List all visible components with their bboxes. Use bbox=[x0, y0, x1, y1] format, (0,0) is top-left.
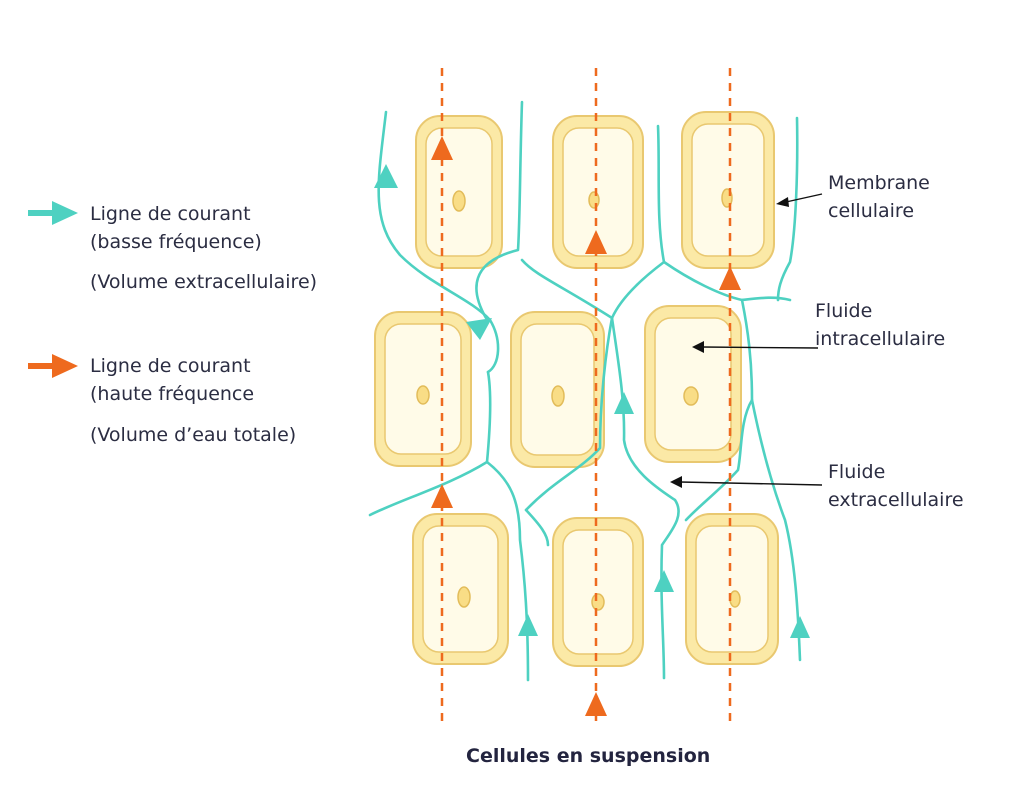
cell bbox=[681, 111, 775, 269]
cell bbox=[510, 311, 605, 468]
pointer-arrowhead bbox=[776, 197, 789, 207]
orange-arrow-icon-head bbox=[52, 354, 78, 378]
legend-low-line1: Ligne de courant bbox=[90, 203, 251, 225]
orange-arrowhead bbox=[585, 692, 607, 716]
intracellular-label-line1: Fluide bbox=[815, 300, 872, 322]
membrane-pointer bbox=[785, 193, 823, 203]
extracellular-label-line2: extracellulaire bbox=[828, 489, 964, 511]
diagram-caption: Cellules en suspension bbox=[466, 745, 710, 767]
cell bbox=[374, 311, 472, 467]
legend: Ligne de courant (basse fréquence) (Volu… bbox=[28, 201, 317, 446]
cell bbox=[685, 513, 779, 665]
extracellular-label-line1: Fluide bbox=[828, 461, 885, 483]
teal-arrowhead bbox=[466, 318, 492, 340]
cell bbox=[552, 115, 644, 269]
teal-arrowhead bbox=[654, 570, 674, 592]
low-frequency-current-lines bbox=[368, 100, 810, 682]
teal-arrowhead bbox=[614, 392, 634, 414]
legend-high-line1: Ligne de courant bbox=[90, 355, 251, 377]
cell bbox=[412, 513, 509, 665]
intracellular-label-line2: intracellulaire bbox=[815, 328, 945, 350]
cell bbox=[415, 115, 503, 269]
pointer-arrowhead bbox=[670, 476, 682, 488]
extracellular-pointer bbox=[679, 481, 823, 486]
legend-low-line2: (basse fréquence) bbox=[90, 231, 262, 253]
legend-high-line3: (Volume d’eau totale) bbox=[90, 424, 296, 446]
pointer-arrowhead bbox=[692, 341, 704, 353]
intracellular-pointer bbox=[701, 346, 819, 349]
teal-arrow-icon-head bbox=[52, 201, 78, 225]
annotation-extracellular: Fluide extracellulaire bbox=[670, 461, 964, 511]
cell bbox=[644, 305, 742, 463]
membrane-label-line1: Membrane bbox=[828, 172, 930, 194]
teal-arrowhead bbox=[518, 614, 538, 636]
legend-item-high-frequency: Ligne de courant (haute fréquence (Volum… bbox=[28, 354, 296, 446]
orange-arrowhead bbox=[431, 136, 453, 160]
legend-low-line3: (Volume extracellulaire) bbox=[90, 271, 317, 293]
teal-arrowhead bbox=[790, 616, 810, 638]
annotation-membrane: Membrane cellulaire bbox=[776, 172, 930, 222]
high-frequency-current-lines bbox=[431, 68, 741, 722]
orange-arrowhead bbox=[585, 230, 607, 254]
teal-arrowhead bbox=[374, 164, 398, 188]
annotation-intracellular: Fluide intracellulaire bbox=[692, 300, 945, 353]
cell bbox=[552, 517, 644, 667]
legend-high-line2: (haute fréquence bbox=[90, 383, 254, 405]
orange-arrowhead bbox=[431, 484, 453, 508]
legend-item-low-frequency: Ligne de courant (basse fréquence) (Volu… bbox=[28, 201, 317, 293]
orange-arrowhead bbox=[719, 266, 741, 290]
membrane-label-line2: cellulaire bbox=[828, 200, 914, 222]
